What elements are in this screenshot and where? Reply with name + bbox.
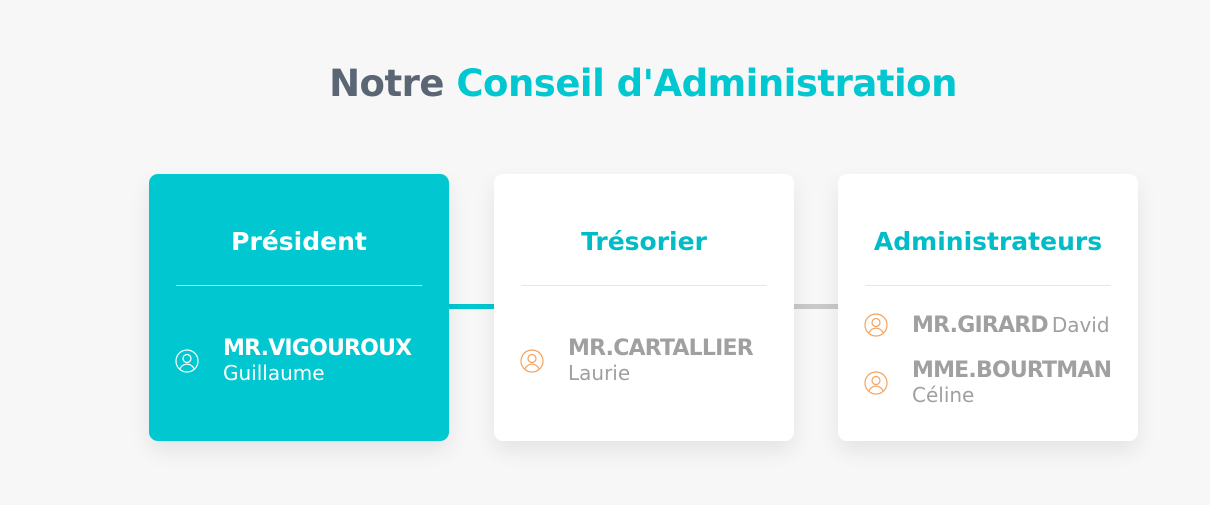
board-card-president: Président MR.VIGOUROUX Guillaume	[149, 174, 449, 441]
user-icon	[864, 313, 888, 337]
card-heading: Trésorier	[581, 227, 707, 256]
card-heading: Président	[231, 227, 367, 256]
page-title: Notre Conseil d'Administration	[0, 62, 1210, 105]
member-firstname: Céline	[912, 383, 975, 407]
title-highlight: Conseil d'Administration	[456, 62, 957, 105]
card-divider	[176, 285, 422, 286]
member-surname: MME.BOURTMAN	[912, 358, 1112, 383]
member-surname: MR.CARTALLIER	[568, 336, 754, 361]
title-prefix: Notre	[329, 62, 444, 105]
card-heading: Administrateurs	[873, 227, 1103, 256]
member-surname: MR.VIGOUROUX	[223, 336, 412, 361]
member-firstname: Guillaume	[223, 361, 325, 385]
user-icon	[864, 371, 888, 395]
member-firstname: David	[1051, 313, 1110, 337]
user-icon	[520, 349, 544, 373]
user-icon	[175, 349, 199, 373]
connector-line-active	[449, 304, 495, 309]
member-surname: MR.GIRARD	[912, 313, 1049, 338]
card-divider	[865, 285, 1111, 286]
member-firstname: Laurie	[568, 361, 631, 385]
card-divider	[521, 285, 767, 286]
connector-line	[794, 304, 839, 309]
board-card-treasurer: Trésorier MR.CARTALLIER Laurie	[494, 174, 794, 441]
